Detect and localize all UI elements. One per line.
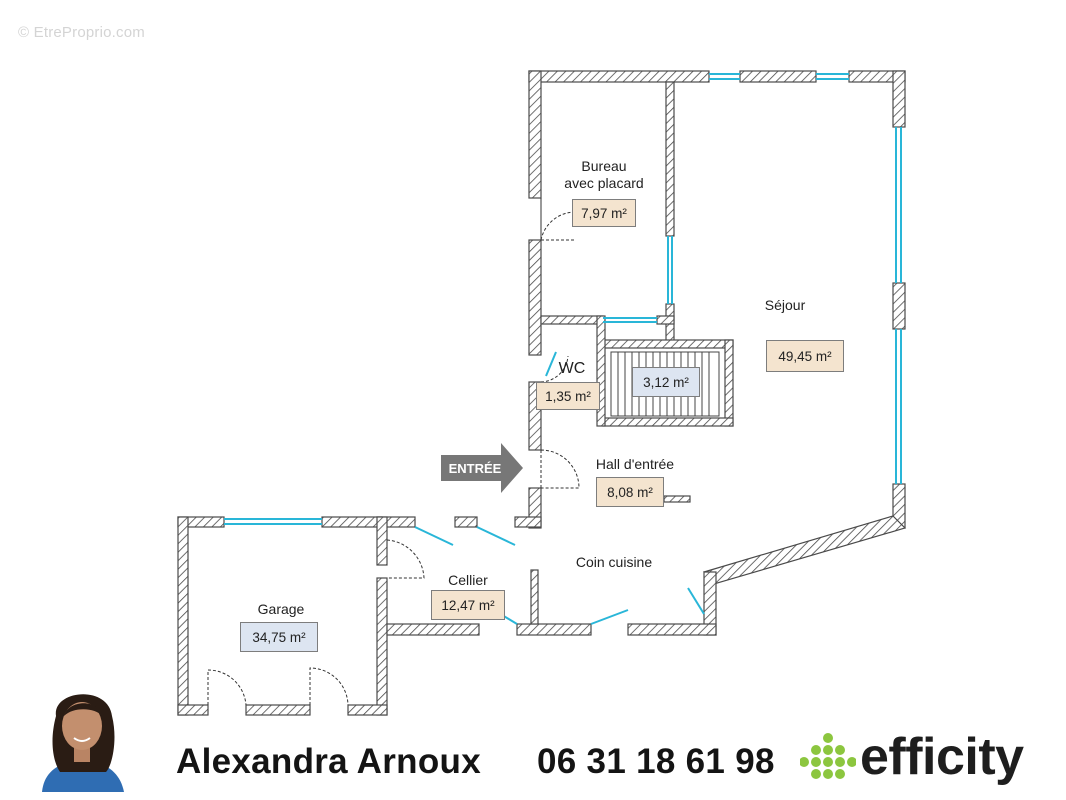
wall-mid-3 — [514, 516, 542, 528]
wall-bureau-bottom-2 — [656, 315, 675, 325]
window-swing-4 — [687, 587, 705, 615]
wall-bureau-bottom — [540, 315, 604, 325]
entry-arrow-icon — [441, 443, 523, 493]
door-cellier — [386, 539, 425, 579]
room-label-garage: Garage — [257, 601, 305, 617]
wall-wc-right — [596, 315, 606, 427]
wall-mid-2 — [454, 516, 478, 528]
wall-garage-right — [376, 516, 388, 566]
room-label-sejour: Séjour — [764, 297, 806, 313]
room-label-bureau-line2: avec placard — [564, 175, 644, 191]
agent-name: Alexandra Arnoux — [176, 742, 481, 781]
door-bureau — [540, 211, 577, 241]
wall-hall-ledge — [663, 495, 691, 503]
room-label-cellier: Cellier — [448, 572, 488, 588]
windows — [224, 73, 902, 625]
wall-top-1 — [528, 70, 710, 83]
area-badge-escalier: 3,12 m² — [632, 367, 700, 397]
area-badge-hall: 8,08 m² — [596, 477, 664, 507]
wall-bottom-1 — [386, 623, 480, 636]
wall-stair-top — [602, 339, 734, 349]
wall-garage-right-2 — [376, 577, 388, 716]
walls — [177, 70, 907, 716]
efficity-logo-wordmark: efficity — [860, 728, 1024, 786]
efficity-logo-icon — [800, 733, 856, 779]
watermark: © EtreProprio.com — [18, 24, 145, 41]
wall-bottom-3 — [627, 623, 717, 636]
wall-garage-left — [177, 516, 189, 716]
room-label-hall: Hall d'entrée — [595, 456, 675, 472]
window-swing-1 — [414, 526, 454, 546]
agent-avatar — [42, 694, 124, 792]
wall-garage-top-2 — [321, 516, 383, 528]
window-swing-3 — [590, 609, 629, 625]
area-badge-bureau: 7,97 m² — [572, 199, 636, 227]
agent-phone: 06 31 18 61 98 — [537, 742, 775, 781]
door-garage-left — [207, 669, 247, 706]
window-swing-wc — [545, 351, 557, 377]
wall-left-2 — [528, 239, 542, 356]
wall-cellier-right — [530, 569, 539, 625]
wall-bottom-2 — [516, 623, 592, 636]
wall-bureau-right — [665, 81, 675, 237]
wall-left-1 — [528, 70, 542, 199]
room-label-wc: WC — [558, 360, 586, 377]
area-badge-cellier: 12,47 m² — [431, 590, 505, 620]
doors — [207, 198, 580, 706]
room-label-bureau: Bureau avec placard — [548, 158, 660, 192]
door-garage-right — [309, 667, 349, 706]
wall-garage-bottom-1 — [177, 704, 209, 716]
room-label-cuisine: Coin cuisine — [575, 554, 653, 570]
area-badge-wc: 1,35 m² — [536, 382, 600, 410]
wall-diagonal — [702, 515, 907, 585]
wall-stair-bottom — [602, 417, 734, 427]
wall-stair-right — [724, 339, 734, 427]
entry-label: ENTRÉE — [448, 461, 502, 476]
wall-garage-bottom-3 — [347, 704, 388, 716]
door-wc — [540, 355, 569, 383]
area-badge-garage: 34,75 m² — [240, 622, 318, 652]
wall-top-2 — [739, 70, 817, 83]
wall-garage-bottom-2 — [245, 704, 311, 716]
wall-right-1 — [892, 70, 906, 128]
window-swing-2 — [476, 526, 516, 546]
room-label-bureau-line1: Bureau — [581, 158, 627, 174]
area-badge-sejour: 49,45 m² — [766, 340, 844, 372]
wall-right-2 — [892, 282, 906, 330]
door-hall — [540, 449, 580, 489]
stair-outline — [610, 351, 720, 417]
